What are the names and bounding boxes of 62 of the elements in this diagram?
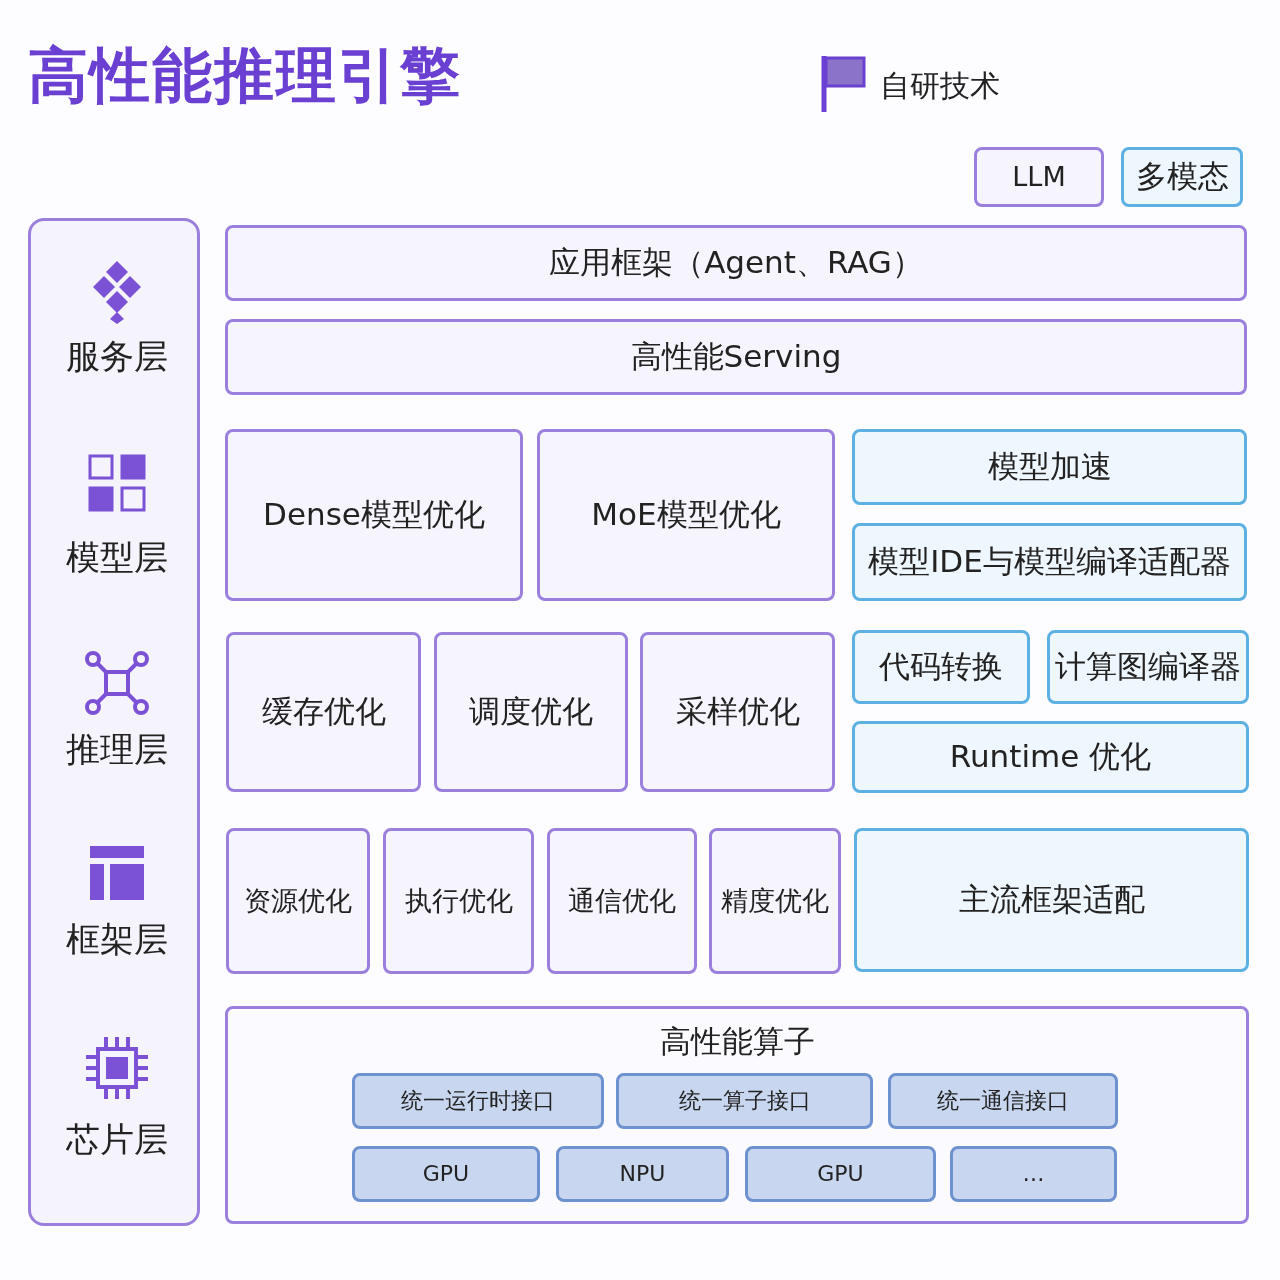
box-label: 主流框架适配 <box>957 881 1146 919</box>
layer-label: 推理层 <box>65 728 169 770</box>
module-box <box>226 632 421 792</box>
box-label: 计算图编译器 <box>1054 648 1242 686</box>
module-box <box>537 429 835 601</box>
box-label: 采样优化 <box>674 693 801 731</box>
layer-label: 芯片层 <box>65 1118 169 1160</box>
module-box <box>974 147 1104 207</box>
box-label: Runtime 优化 <box>948 738 1153 776</box>
interface-box <box>556 1146 729 1202</box>
module-box <box>852 523 1247 601</box>
module-box <box>1047 630 1249 704</box>
box-label: 缓存优化 <box>260 693 387 731</box>
box-label: GPU <box>421 1160 471 1188</box>
module-box <box>225 319 1247 395</box>
box-label: MoE模型优化 <box>590 496 782 534</box>
module-box <box>852 721 1249 793</box>
box-label: 通信优化 <box>567 884 677 918</box>
layer-label: 模型层 <box>65 536 169 578</box>
interface-box <box>950 1146 1117 1202</box>
box-label: NPU <box>618 1160 667 1188</box>
box-label: 模型加速 <box>986 448 1113 486</box>
module-box <box>225 225 1247 301</box>
module-box <box>226 828 370 974</box>
module-box <box>225 429 523 601</box>
box-label: 精度优化 <box>720 884 830 918</box>
interface-box <box>352 1073 604 1129</box>
module-box <box>434 632 628 792</box>
box-label: 应用框架（Agent、RAG） <box>548 244 924 282</box>
box-label: 高性能算子 <box>658 1023 816 1061</box>
box-label: 统一运行时接口 <box>400 1087 556 1115</box>
box-label: 调度优化 <box>468 693 594 731</box>
module-box <box>547 828 697 974</box>
box-label: LLM <box>1011 160 1067 194</box>
interface-box <box>616 1073 873 1129</box>
box-label: 代码转换 <box>878 648 1004 686</box>
module-box <box>1121 147 1243 207</box>
box-label: 多模态 <box>1134 158 1230 196</box>
note-text: 自研技术 <box>880 67 1000 105</box>
box-label: 统一算子接口 <box>677 1087 812 1115</box>
box-label: 资源优化 <box>243 884 353 918</box>
interface-box <box>888 1073 1118 1129</box>
interface-box <box>352 1146 540 1202</box>
layer-sidebar <box>28 218 200 1226</box>
title: 高性能推理引擎 <box>28 39 462 112</box>
box-label: 模型IDE与模型编译适配器 <box>867 543 1232 581</box>
box-label: Dense模型优化 <box>262 496 486 534</box>
module-box <box>854 828 1249 972</box>
module-box <box>640 632 835 792</box>
box-label: 统一通信接口 <box>936 1087 1070 1115</box>
box-label: GPU <box>816 1160 865 1188</box>
module-box <box>383 828 534 974</box>
module-box <box>852 429 1247 505</box>
interface-box <box>745 1146 936 1202</box>
module-box <box>852 630 1030 704</box>
module-box <box>709 828 841 974</box>
layer-label: 框架层 <box>65 918 169 960</box>
box-label: 高性能Serving <box>629 338 843 376</box>
operator-panel <box>225 1006 1249 1224</box>
box-label: 执行优化 <box>403 884 514 918</box>
layer-label: 服务层 <box>65 335 169 377</box>
box-label: … <box>1021 1160 1046 1188</box>
